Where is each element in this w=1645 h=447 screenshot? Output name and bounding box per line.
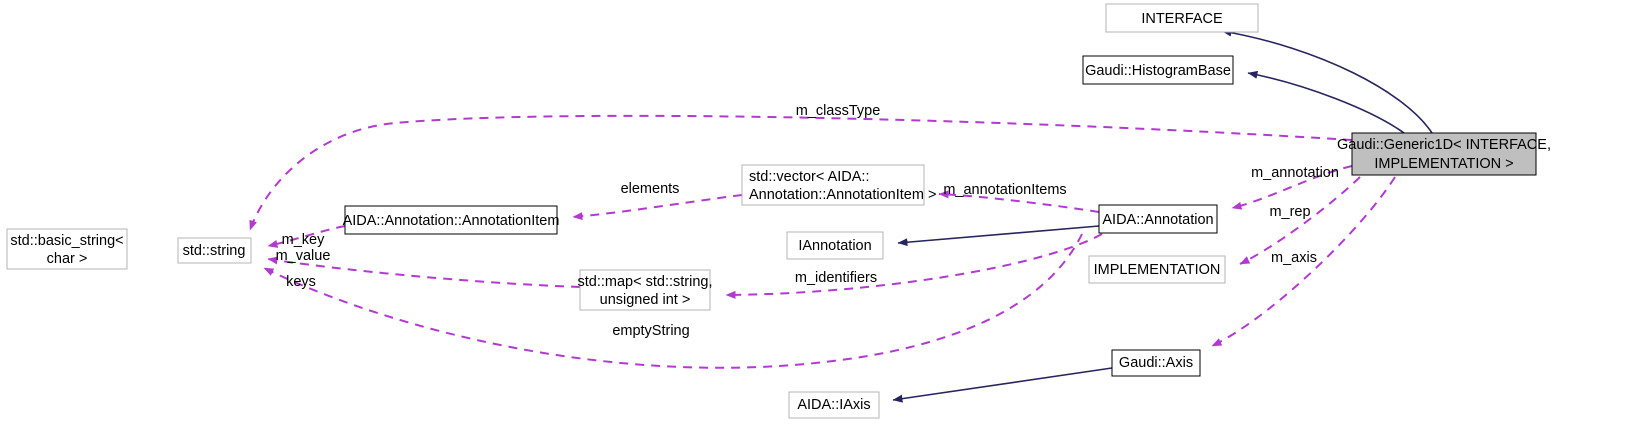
node-std-map-string-uint[interactable]: std::map< std::string, unsigned int > [578,269,713,311]
edge-usage-m_classtype [249,114,1353,231]
node-std-string[interactable]: std::string [177,237,252,264]
edge-usage-m_identifiers [725,233,1103,299]
node-gaudi-histogrambase-label: Gaudi::HistogramBase [1085,63,1231,79]
node-std-basic-string[interactable]: std::basic_string< char > [6,228,128,270]
edge-label-m_axis: m_axis [1271,250,1317,266]
inheritance-edges [892,28,1433,403]
edge-label-m_annotation: m_annotation [1251,165,1339,181]
node-std-basic-string-label-line1: std::basic_string< [10,233,123,249]
edge-usage-m_axis [1211,176,1396,347]
node-std-vector-annotationitem[interactable]: std::vector< AIDA:: Annotation::Annotati… [741,164,936,206]
node-aida-iaxis-label: AIDA::IAxis [797,397,870,413]
node-gaudi-generic1d[interactable]: Gaudi::Generic1D< INTERFACE, IMPLEMENTAT… [1337,132,1551,176]
node-std-basic-string-label-line2: char > [47,251,88,267]
edge-usage-emptystring [263,233,1083,369]
node-iannotation-label: IAnnotation [798,238,871,254]
edge-usage-m_rep [1239,176,1361,265]
node-std-map-string-uint-label-line1: std::map< std::string, [578,274,713,290]
edge-inheritance-iaxis [892,367,1113,403]
node-interface[interactable]: INTERFACE [1105,3,1259,33]
node-implementation[interactable]: IMPLEMENTATION [1088,255,1226,284]
usage-edges [249,114,1396,369]
node-std-vector-annotationitem-label-line1: std::vector< AIDA:: [749,169,869,185]
edge-labels: m_classType m_annotation m_rep m_axis m_… [276,103,1339,339]
node-interface-label: INTERFACE [1141,11,1223,27]
node-gaudi-generic1d-label-line1: Gaudi::Generic1D< INTERFACE, [1337,137,1551,153]
edge-label-emptystring: emptyString [612,323,689,339]
edge-inheritance-interface [1221,28,1433,134]
node-std-string-label: std::string [183,243,246,259]
edge-label-m_rep: m_rep [1269,204,1310,220]
node-gaudi-axis-label: Gaudi::Axis [1119,355,1193,371]
node-std-vector-annotationitem-label-line2: Annotation::AnnotationItem > [749,187,936,203]
node-aida-annotation-annotationitem-label: AIDA::Annotation::AnnotationItem [343,213,560,229]
edge-label-m_classtype: m_classType [796,103,881,119]
node-aida-annotation-annotationitem[interactable]: AIDA::Annotation::AnnotationItem [343,205,560,235]
node-aida-iaxis[interactable]: AIDA::IAxis [788,391,880,419]
edge-usage-m_key-m_value [267,225,346,248]
edge-label-keys: keys [286,274,316,290]
node-gaudi-axis[interactable]: Gaudi::Axis [1111,349,1201,377]
edge-inheritance-iannotation [897,225,1100,247]
nodes: INTERFACE Gaudi::HistogramBase Gaudi::Ge… [6,3,1551,419]
node-gaudi-generic1d-label-line2: IMPLEMENTATION > [1374,156,1513,172]
node-aida-annotation-label: AIDA::Annotation [1102,212,1213,228]
edge-label-m_value: m_value [276,248,331,264]
edge-label-elements: elements [621,181,680,197]
node-std-map-string-uint-label-line2: unsigned int > [600,292,691,308]
node-iannotation[interactable]: IAnnotation [786,231,884,260]
node-implementation-label: IMPLEMENTATION [1094,262,1221,278]
edge-usage-m_annotation [1231,165,1353,210]
edge-label-m_annotationitems: m_annotationItems [943,182,1066,198]
edge-usage-elements [572,194,743,221]
edge-inheritance-histogrambase [1247,70,1405,134]
edge-label-m_identifiers: m_identifiers [795,270,877,286]
node-aida-annotation[interactable]: AIDA::Annotation [1098,204,1218,234]
node-gaudi-histogrambase[interactable]: Gaudi::HistogramBase [1082,55,1234,85]
edge-label-m_key: m_key [282,232,325,248]
